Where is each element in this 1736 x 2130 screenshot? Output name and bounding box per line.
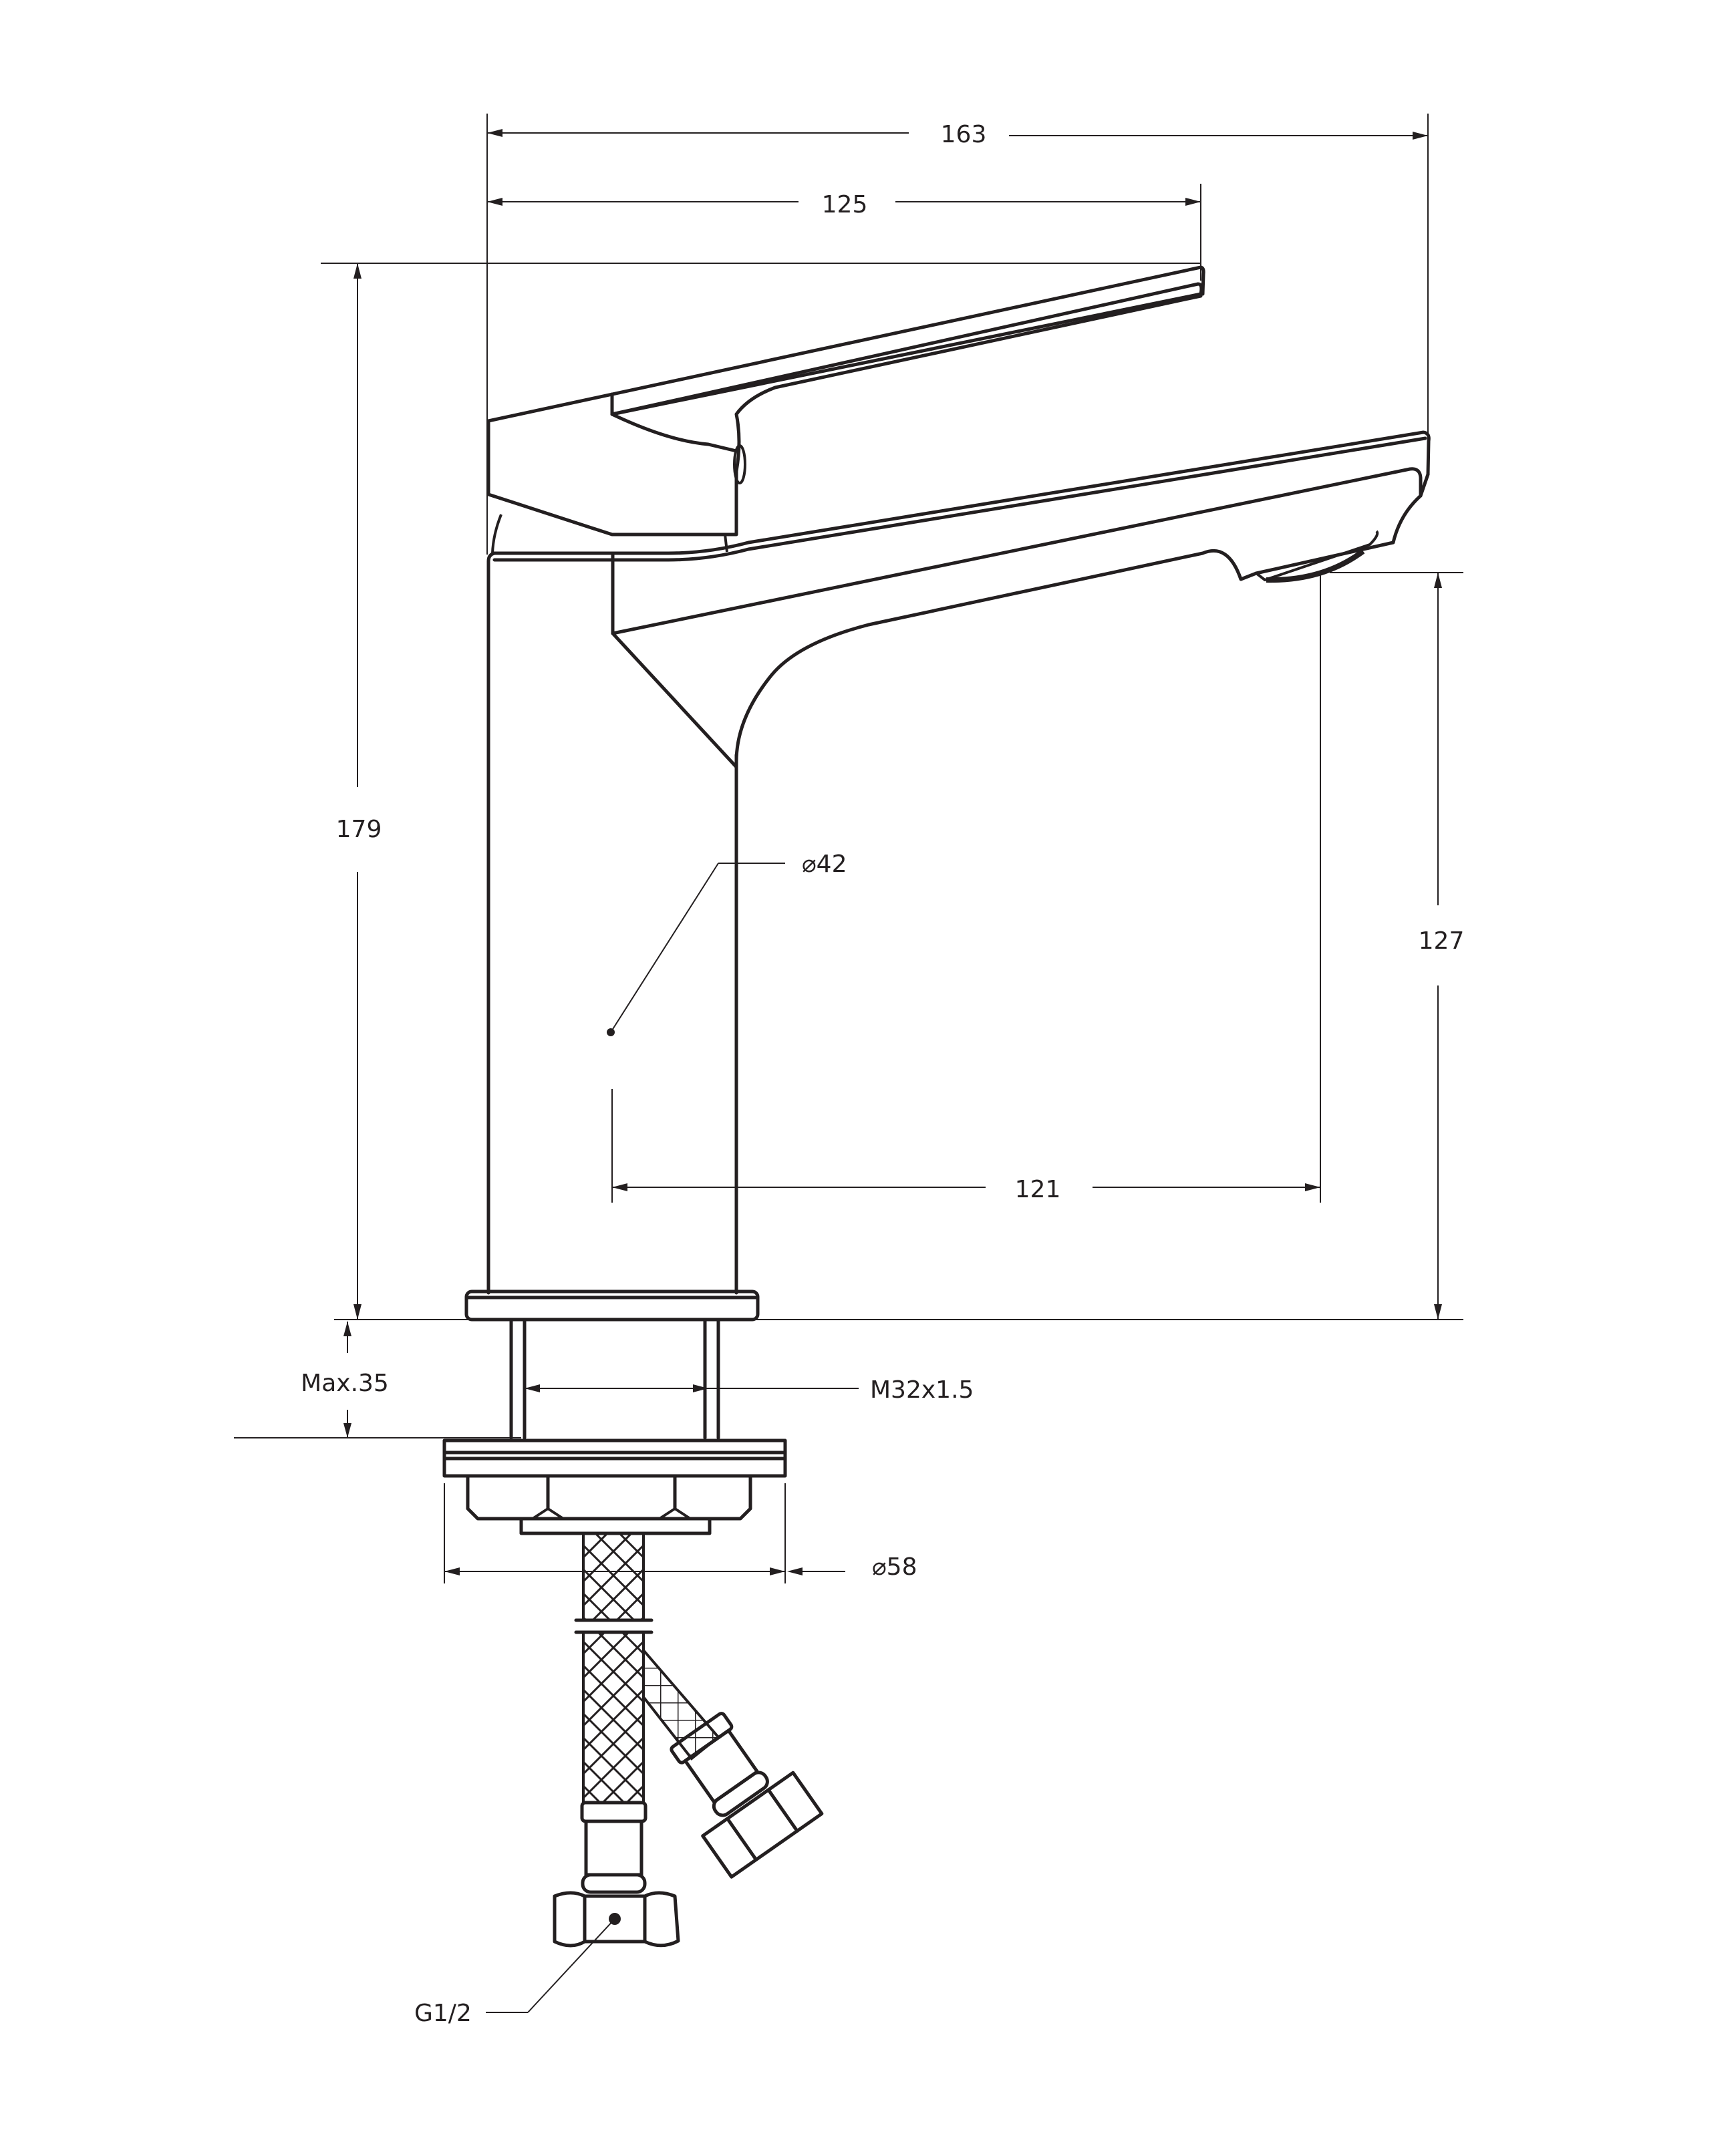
dim-max35-label: Max.35: [301, 1370, 389, 1397]
dimension-flange-diameter: ⌀58: [444, 1553, 917, 1581]
dim-diameter-42-label: ⌀42: [802, 851, 847, 878]
dimension-max-thickness: Max.35: [301, 1322, 389, 1438]
dimension-hose-connection: G1/2: [414, 1913, 621, 2027]
dimension-lever-length: 125: [487, 191, 1201, 218]
dim-g12-label: G1/2: [414, 2000, 472, 2027]
dim-127-label: 127: [1419, 927, 1465, 955]
dimension-thread: M32x1.5: [525, 1376, 974, 1404]
dim-121-label: 121: [1015, 1176, 1061, 1203]
extension-lines: [234, 114, 1463, 1583]
dim-thread-label: M32x1.5: [870, 1376, 974, 1404]
dimension-spout-reach: 121: [612, 1176, 1320, 1203]
dimension-body-diameter: ⌀42: [607, 851, 847, 1036]
dim-163-label: 163: [941, 121, 987, 148]
dim-179-label: 179: [336, 816, 382, 843]
dimension-spout-height: 127: [1419, 573, 1465, 1320]
base-escutcheon: [464, 1289, 760, 1322]
dim-diameter-58-label: ⌀58: [872, 1553, 917, 1581]
dimension-overall-height: 179: [336, 263, 382, 1320]
mounting-flange: [442, 1438, 787, 1535]
dimension-overall-length: 163: [487, 121, 1428, 148]
faucet-body: [486, 265, 1431, 1295]
dim-125-label: 125: [822, 191, 868, 218]
flexible-hoses: [553, 1532, 824, 1948]
threaded-shank: [509, 1318, 720, 1440]
